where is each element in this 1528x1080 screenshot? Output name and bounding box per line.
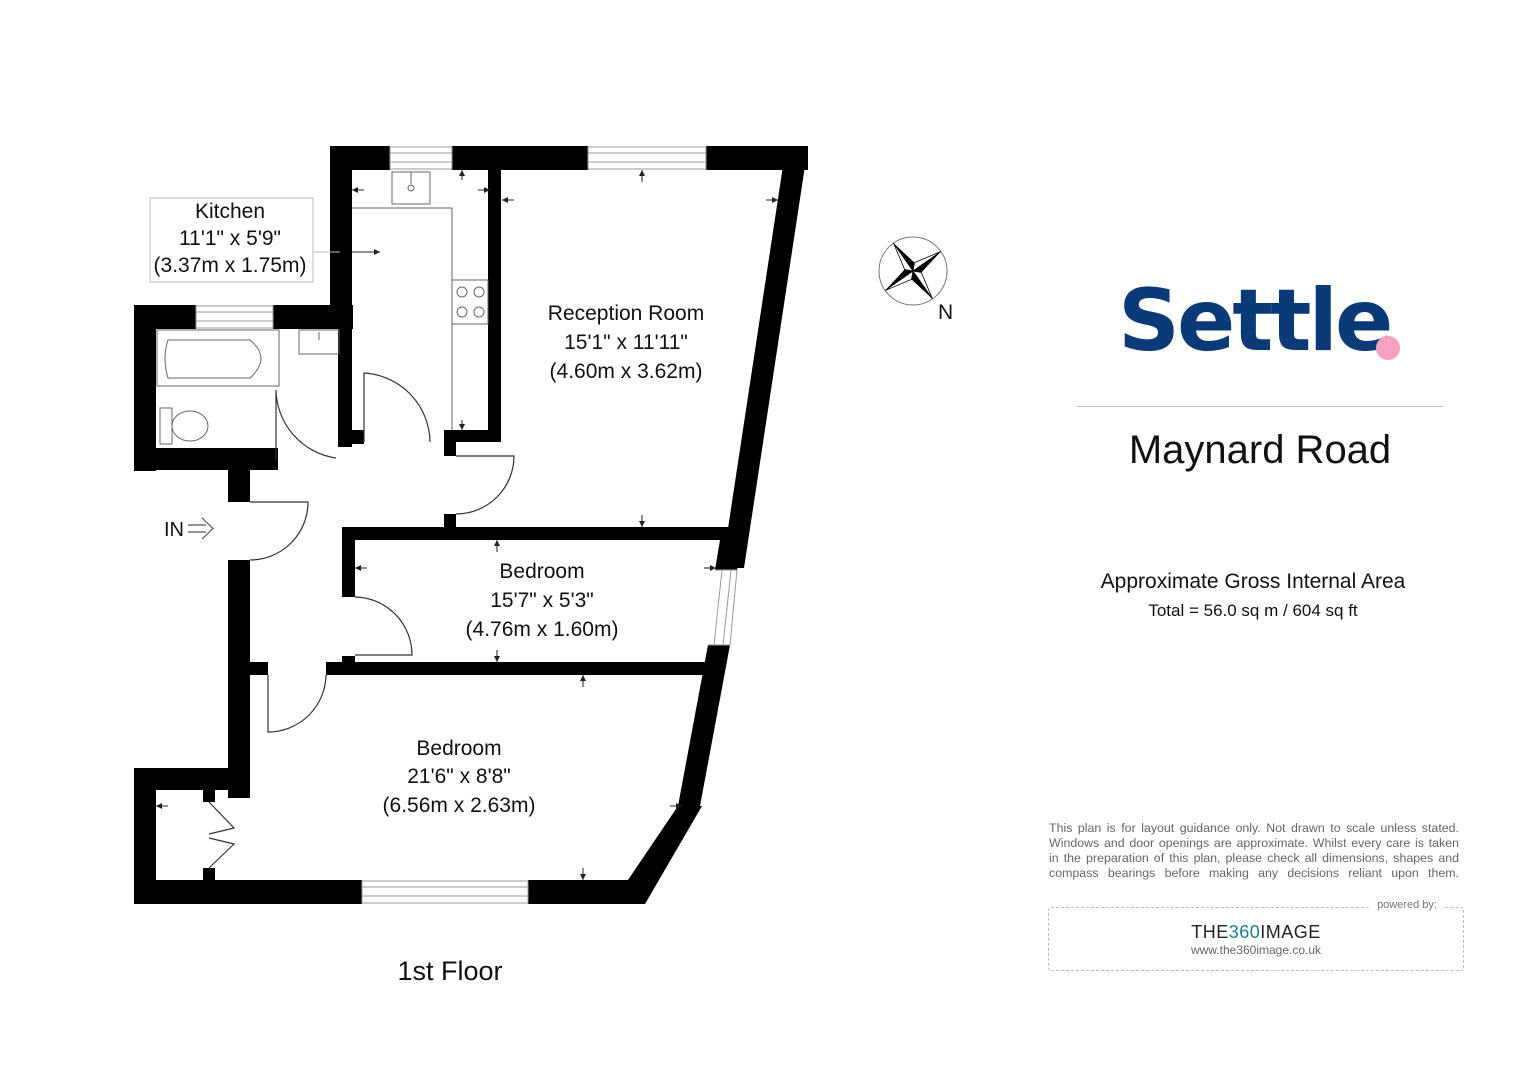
disclaimer-line: in the preparation of this plan, please … [1049, 851, 1459, 865]
area-title: Approximate Gross Internal Area [1100, 570, 1406, 593]
entrance-arrow-icon [188, 517, 214, 540]
floor-label: 1st Floor [397, 956, 502, 986]
logo-text: Settle [1118, 271, 1393, 371]
dimension-arrows [156, 170, 778, 880]
hob [451, 279, 489, 325]
disclaimer-line: This plan is for layout guidance only. N… [1049, 821, 1459, 835]
property-title: Maynard Road [1128, 428, 1392, 472]
bedroom-small-name: Bedroom [499, 560, 584, 583]
kitchen-label-box [149, 197, 314, 283]
divider [1077, 406, 1443, 407]
logo-dot [1376, 336, 1400, 360]
disclaimer: This plan is for layout guidance only. N… [1049, 821, 1459, 881]
brand-prefix: THE [1191, 922, 1229, 942]
entrance-label: IN [164, 519, 184, 541]
kitchen-counter [352, 207, 453, 430]
kitchen-dim-metric: (3.37m x 1.75m) [154, 254, 307, 277]
door-swings [208, 372, 515, 869]
brand-mid: 360 [1228, 922, 1261, 942]
settle-logo: Settle [1118, 278, 1418, 378]
powered-by-label: powered by: [1371, 899, 1443, 911]
windows [195, 146, 738, 904]
credit-box: powered by: THE360IMAGE www.the360image.… [1048, 899, 1464, 971]
reception-dim-imperial: 15'1" x 11'11" [564, 331, 688, 354]
compass-rose-icon [878, 236, 948, 306]
bedroom-large-dim-metric: (6.56m x 2.63m) [383, 794, 536, 817]
bedroom-large-dim-imperial: 21'6" x 8'8" [407, 765, 511, 788]
bedroom-small-dim-metric: (4.76m x 1.60m) [466, 618, 619, 641]
basin [298, 329, 340, 355]
area-total: Total = 56.0 sq m / 604 sq ft [1148, 601, 1358, 620]
fixtures [156, 171, 489, 445]
disclaimer-line: compass bearings before making any decis… [1049, 866, 1459, 880]
bedroom-large-name: Bedroom [416, 737, 501, 760]
room-labels: Kitchen 11'1" x 5'9" (3.37m x 1.75m) Rec… [154, 200, 705, 817]
disclaimer-line: Windows and door openings are approximat… [1049, 836, 1459, 850]
credit-url[interactable]: www.the360image.co.uk [1190, 943, 1322, 957]
credit-brand: THE360IMAGE [1049, 922, 1463, 943]
kitchen-name: Kitchen [195, 200, 265, 223]
reception-dim-metric: (4.60m x 3.62m) [550, 360, 703, 383]
kitchen-dim-imperial: 11'1" x 5'9" [179, 227, 281, 250]
bath [156, 329, 280, 387]
compass-north-label: N [938, 301, 953, 324]
brand-suffix: IMAGE [1260, 922, 1321, 942]
reception-name: Reception Room [548, 302, 704, 325]
walls [134, 146, 808, 904]
bedroom-small-dim-imperial: 15'7" x 5'3" [490, 589, 594, 612]
toilet [159, 407, 173, 445]
